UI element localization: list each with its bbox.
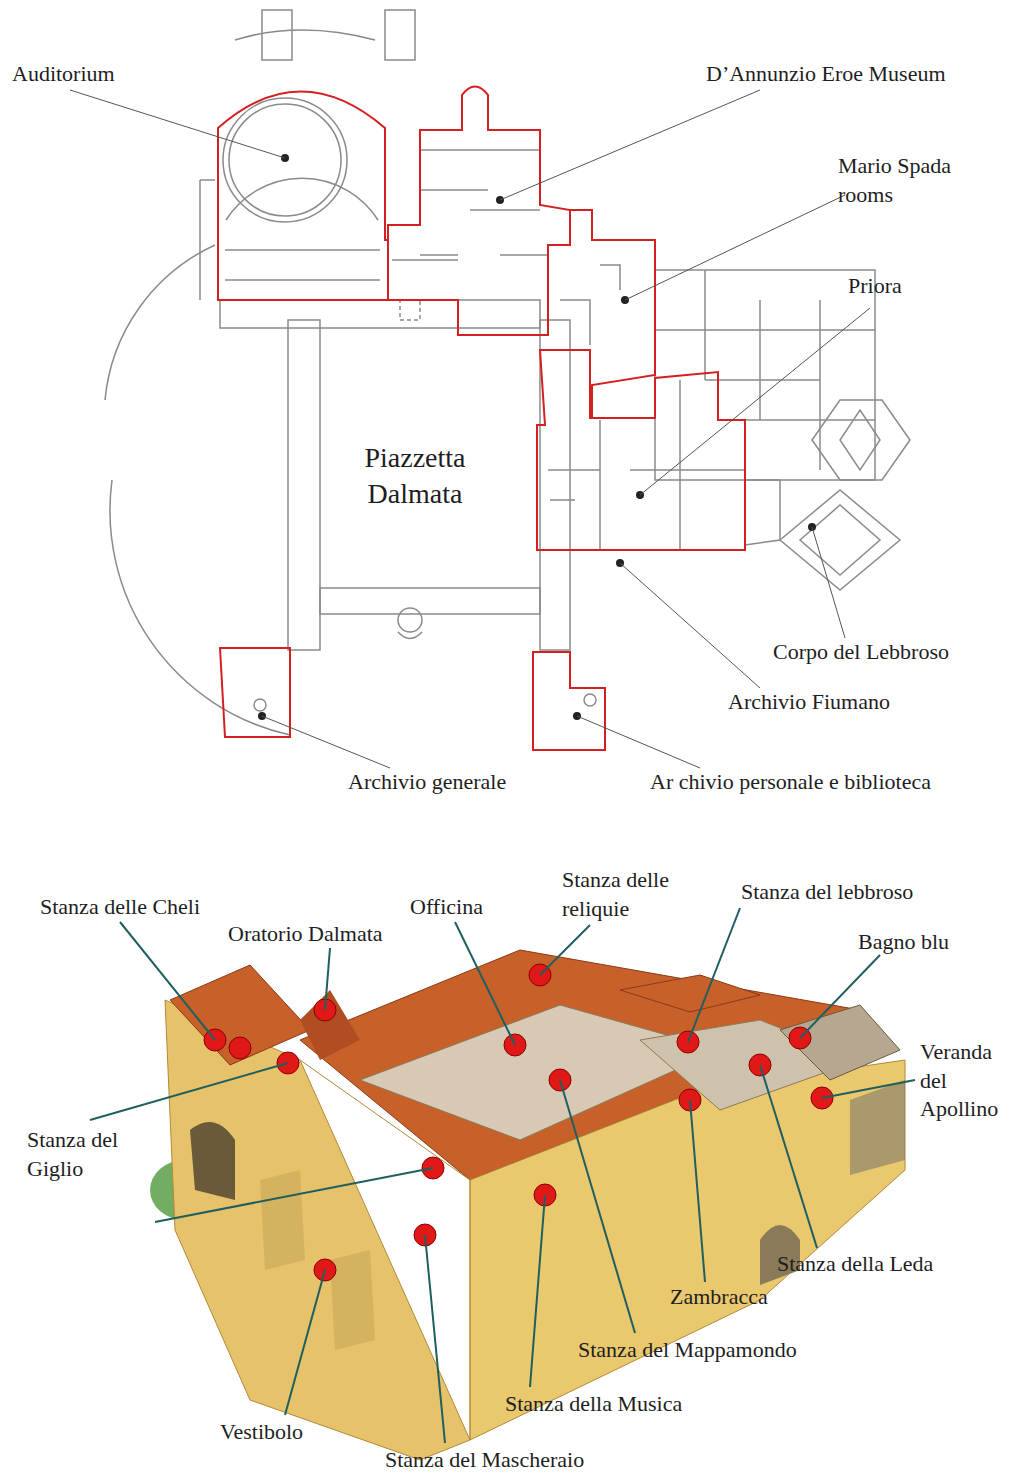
room-label: Archivio Fiumano [728,688,890,717]
room-label: Mario Spada rooms [838,152,983,209]
room-label: Auditorium [12,60,115,89]
room-label: Officina [410,893,483,922]
room-label: Stanza delle reliquie [562,866,702,923]
room-label: Stanza del Mascheraio [385,1446,584,1475]
area-label: Piazzetta Dalmata [340,440,490,513]
room-label: Bagno blu [858,928,949,957]
room-label: Ar chivio personale e biblioteca [650,768,931,797]
room-label: Stanza del lebbroso [741,878,913,907]
room-label: Corpo del Lebbroso [773,638,949,667]
room-label: Vestibolo [220,1418,303,1447]
room-label: Stanza della Leda [777,1250,933,1279]
room-label: Stanza del Mappamondo [578,1336,797,1365]
room-label: Veranda del Apollino [920,1038,1018,1124]
room-label: Stanza della Musica [505,1390,682,1419]
room-label: Stanza del Giglio [27,1126,137,1183]
room-label: D’Annunzio Eroe Museum [706,60,946,89]
room-label: Priora [848,272,902,301]
room-label: Oratorio Dalmata [228,920,383,949]
room-label: Zambracca [670,1283,768,1312]
room-label: Stanza delle Cheli [40,893,200,922]
room-label: Archivio generale [348,768,506,797]
